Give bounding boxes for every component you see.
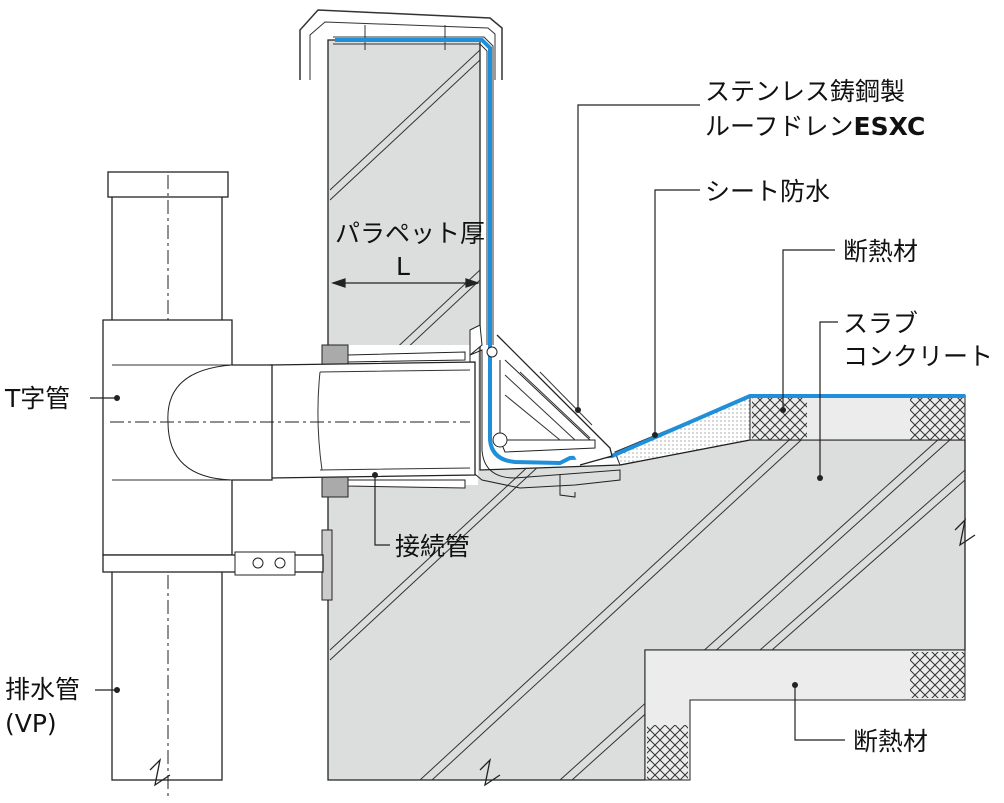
roof-drain <box>469 324 621 498</box>
leader-lines <box>90 104 845 741</box>
label-drainpipe: 排水管 <box>5 675 80 704</box>
label-insulation-bottom: 断熱材 <box>853 727 928 756</box>
connecting-pipe <box>269 351 476 489</box>
label-parapet-thickness: パラペット厚 <box>335 219 485 248</box>
insulation-bottom <box>644 649 966 781</box>
label-drain-name: ルーフドレンESXC <box>705 112 925 141</box>
label-slab: スラブ <box>843 309 918 338</box>
pipe-bracket <box>102 551 324 576</box>
label-dimension-l: L <box>396 252 410 281</box>
label-concrete: コンクリート <box>843 342 993 371</box>
tee-fitting <box>102 319 470 556</box>
label-connecting-pipe: 接続管 <box>395 532 470 561</box>
label-drain-model: ESXC <box>854 112 926 141</box>
label-drain-material: ステンレス鋳鋼製 <box>705 77 905 106</box>
label-sheet-waterproofing: シート防水 <box>705 177 830 206</box>
label-tee: T字管 <box>4 384 70 413</box>
label-insulation-top: 断熱材 <box>843 237 918 266</box>
label-drainpipe-type: (VP) <box>5 709 57 738</box>
sheet-waterproofing <box>335 38 965 466</box>
